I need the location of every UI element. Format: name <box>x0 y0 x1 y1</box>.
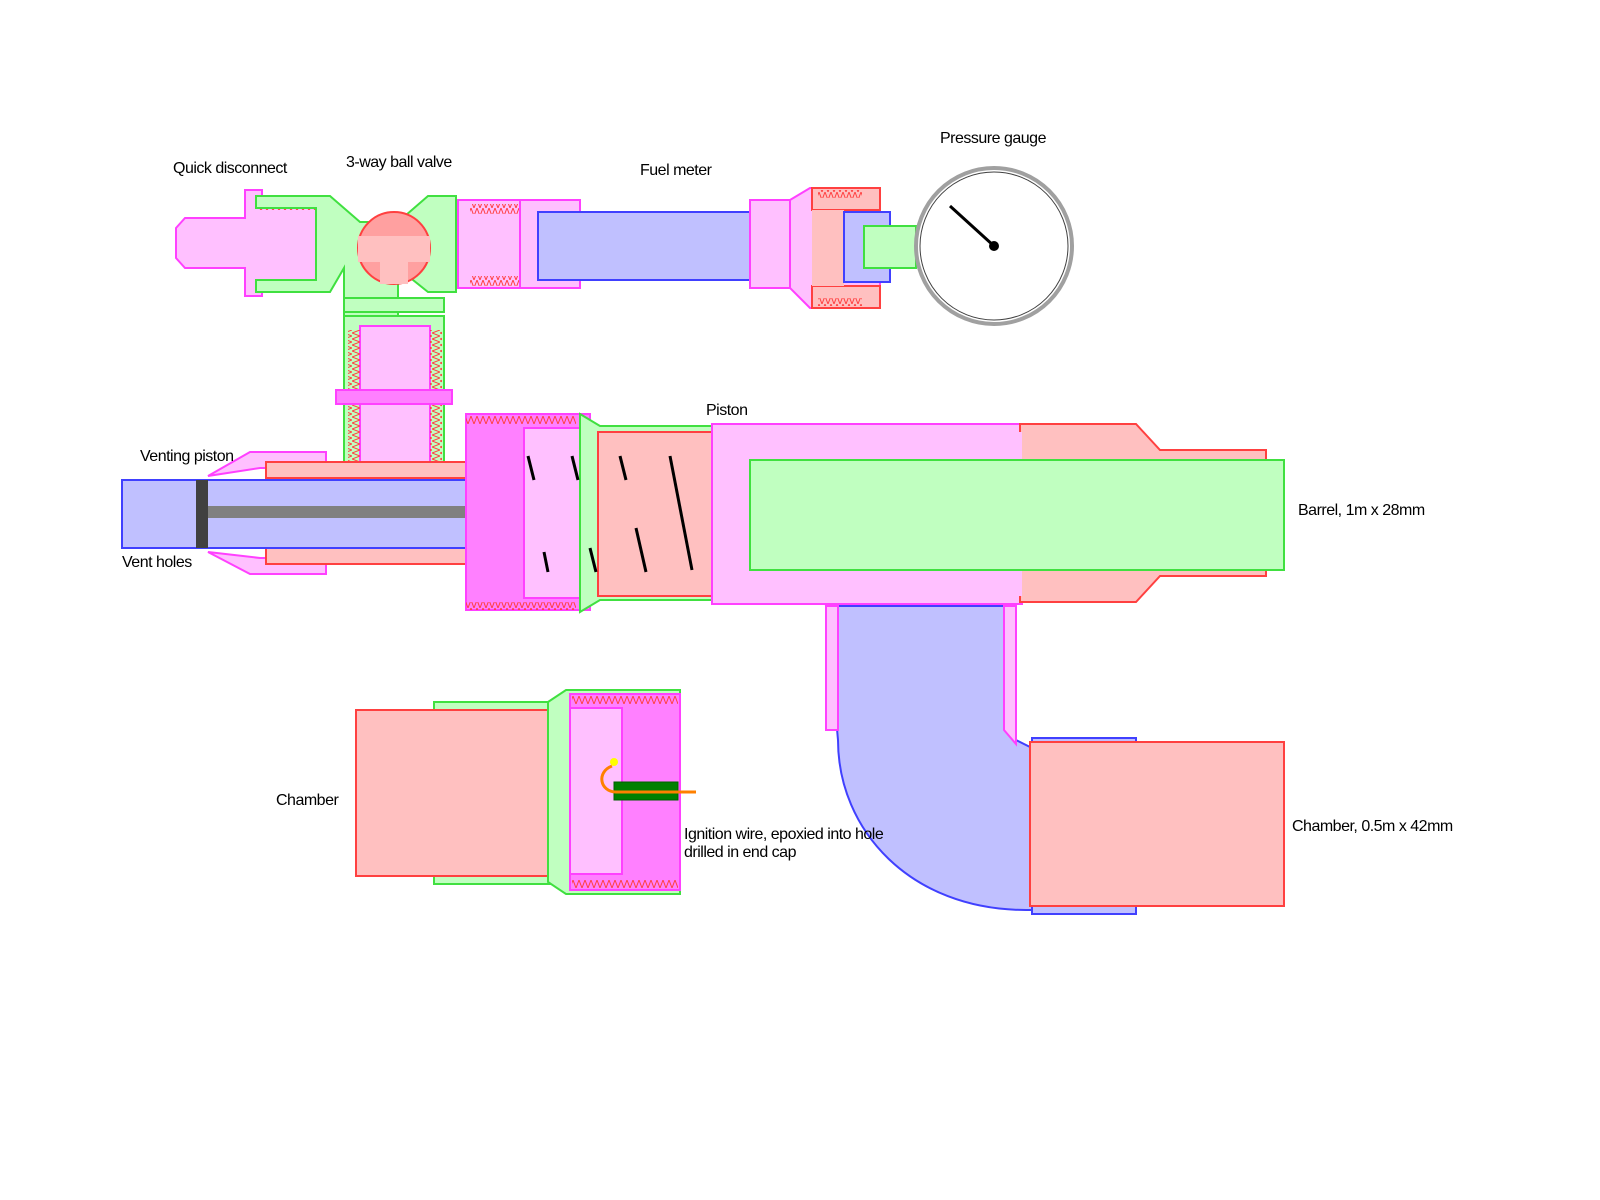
vertical-connector <box>335 315 453 469</box>
main-chamber <box>1029 741 1285 907</box>
chamber-detail <box>355 689 696 895</box>
gauge-needle <box>948 204 996 248</box>
label-vent-holes: Vent holes <box>122 554 192 571</box>
fuel-meter <box>519 187 917 309</box>
label-chamber-detail: Chamber <box>276 792 339 809</box>
label-ignition-wire: Ignition wire, epoxied into hole drilled… <box>684 826 884 861</box>
barrel <box>749 459 1285 571</box>
label-venting-piston: Venting piston <box>140 448 234 465</box>
ignition-wire <box>600 758 696 801</box>
pressure-gauge <box>914 166 1074 326</box>
ball-valve-body <box>255 195 525 319</box>
label-fuel-meter: Fuel meter <box>640 162 712 179</box>
label-ball-valve: 3-way ball valve <box>346 154 452 171</box>
label-quick-disconnect: Quick disconnect <box>173 160 287 177</box>
tee-and-barrel <box>711 423 1285 605</box>
label-barrel: Barrel, 1m x 28mm <box>1298 502 1425 519</box>
label-pressure-gauge: Pressure gauge <box>940 130 1046 147</box>
venting-piston-head <box>196 480 208 548</box>
elbow-and-chamber <box>824 605 1285 915</box>
spring <box>526 455 694 573</box>
label-chamber-main: Chamber, 0.5m x 42mm <box>1292 818 1453 835</box>
label-piston: Piston <box>706 402 748 419</box>
